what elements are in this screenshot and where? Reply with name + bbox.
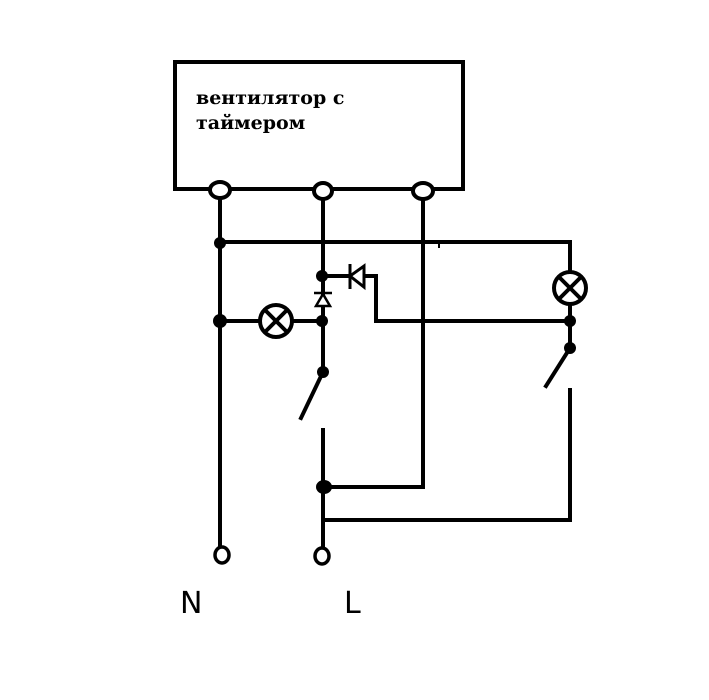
diode-vertical	[313, 291, 333, 308]
box-terminal-l	[312, 181, 334, 201]
device-label: вентилятор с таймером	[196, 86, 344, 136]
terminal-l	[313, 546, 331, 566]
terminal-l-label: L	[344, 586, 361, 621]
terminal-n-label: N	[180, 586, 203, 621]
lamp-left-icon	[258, 303, 294, 339]
diode-horizontal	[347, 263, 366, 291]
wires	[218, 196, 573, 550]
junction-dots	[213, 237, 576, 494]
box-terminal-n	[208, 180, 232, 200]
device-label-line2: таймером	[196, 112, 306, 134]
terminal-n	[213, 545, 231, 565]
device-label-line1: вентилятор с	[196, 87, 345, 109]
lamp-right-icon	[552, 270, 588, 306]
box-terminal-t	[411, 181, 435, 201]
